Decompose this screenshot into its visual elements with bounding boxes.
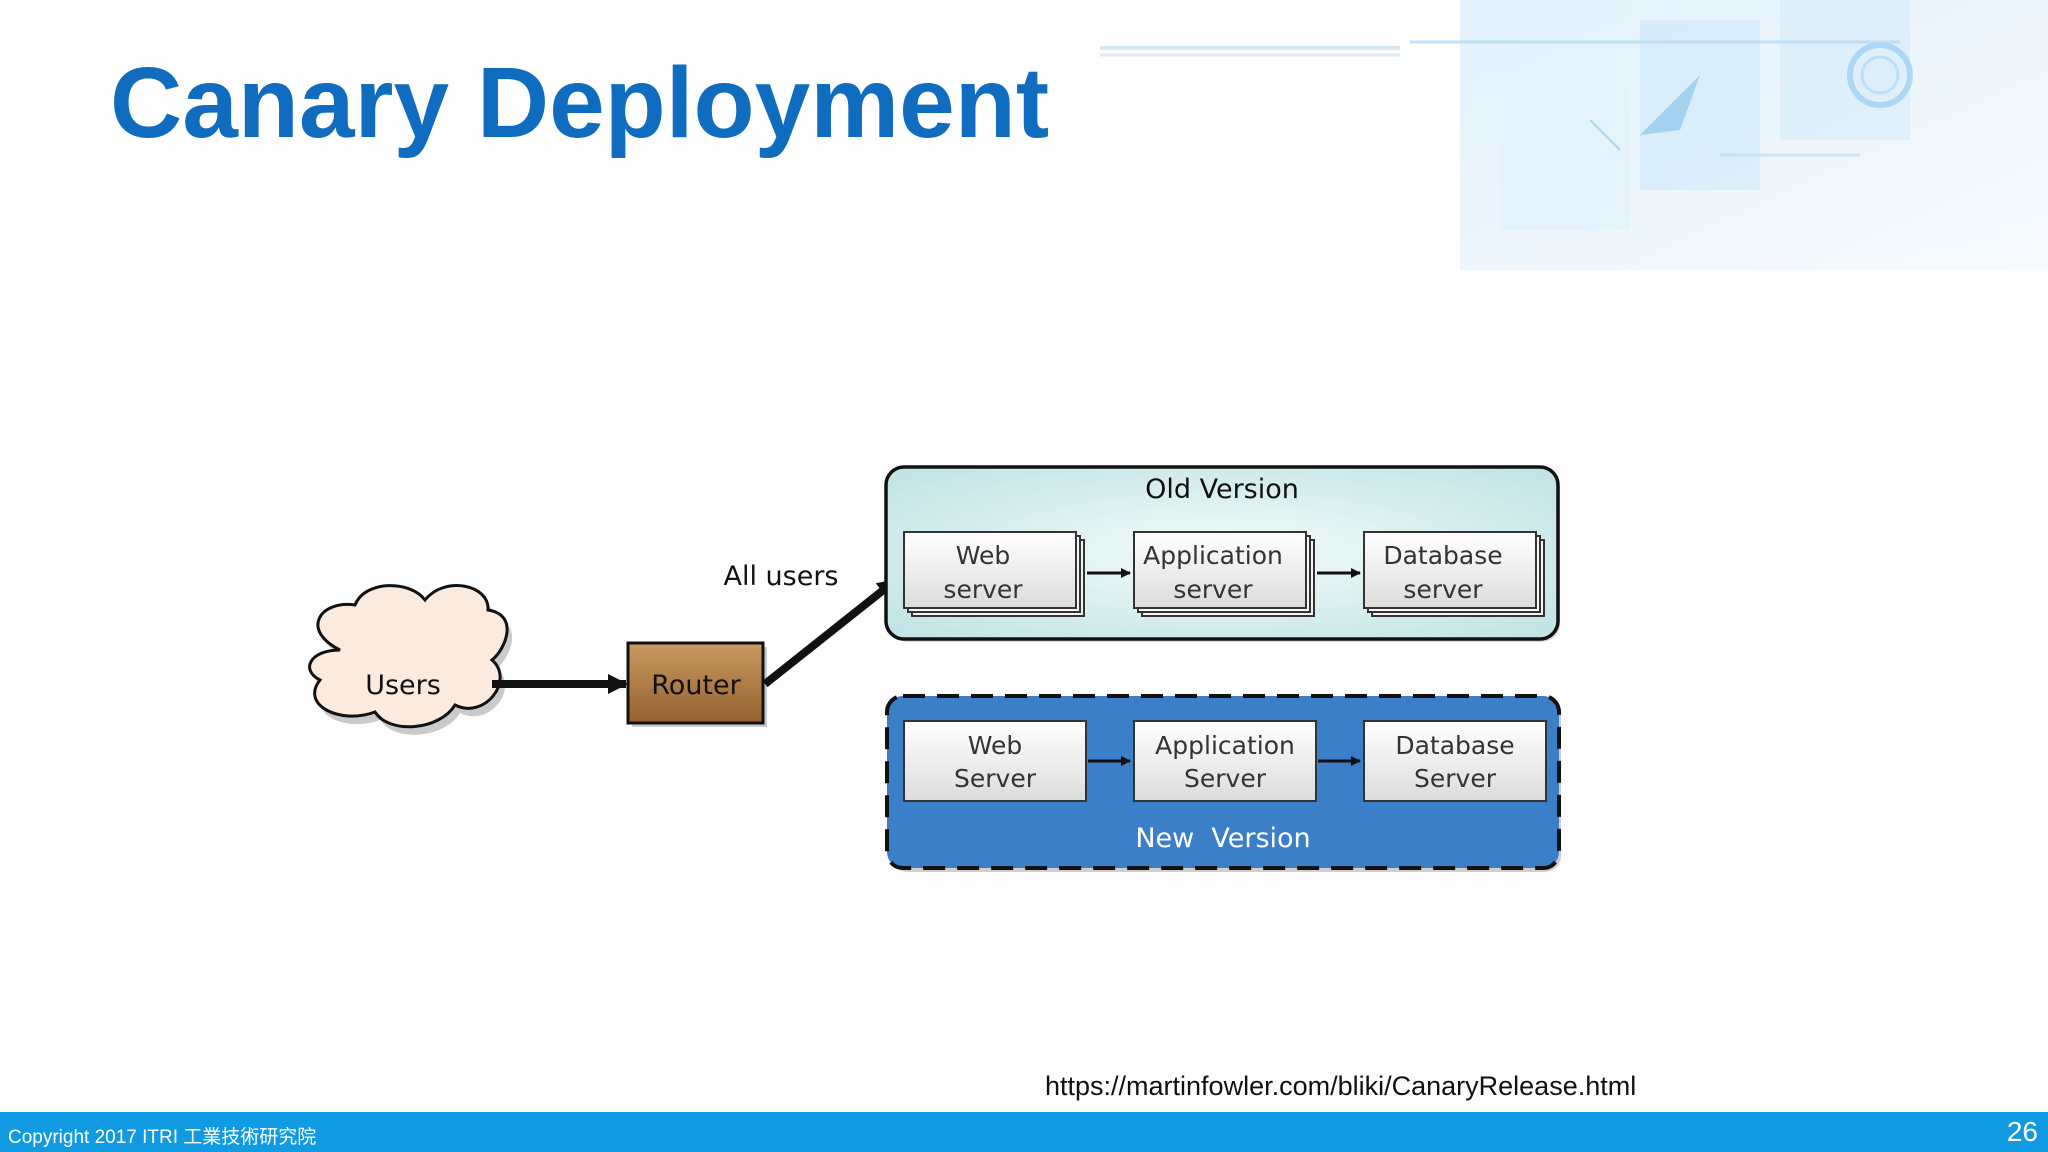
all-users-label: All users: [723, 561, 838, 592]
new-application-server-line1: Application: [1155, 731, 1295, 760]
router-label: Router: [651, 670, 741, 701]
slide-title: Canary Deployment: [110, 47, 1050, 159]
old-web-server-line1: Web: [956, 541, 1011, 570]
new-application-server-line2: Server: [1184, 764, 1267, 793]
new-application-server-node: Application Server: [1133, 720, 1317, 802]
users-label: Users: [365, 670, 441, 701]
old-application-server-line1: Application: [1143, 541, 1283, 570]
router-box: [626, 641, 765, 725]
router-node: Router: [626, 641, 767, 727]
old-database-server-line1: Database: [1383, 541, 1502, 570]
new-web-server-line2: Server: [954, 764, 1037, 793]
old-database-server-line2: server: [1403, 575, 1483, 604]
copyright-text: Copyright 2017 ITRI 工業技術研究院: [8, 1127, 317, 1148]
new-version-title: New Version: [1135, 823, 1310, 854]
users-node: Users: [308, 584, 513, 735]
footer-bar: Copyright 2017 ITRI 工業技術研究院 26: [0, 1112, 2048, 1152]
new-database-server-line1: Database: [1395, 731, 1514, 760]
new-web-server-node: Web Server: [903, 720, 1087, 802]
users-cloud-shape: [308, 584, 509, 729]
router-to-old-version-arrow: [762, 576, 899, 688]
old-web-server-line2: server: [943, 575, 1023, 604]
new-web-server-line1: Web: [968, 731, 1023, 760]
page-number: 26: [2006, 1116, 2038, 1147]
new-database-server-line2: Server: [1414, 764, 1497, 793]
old-version-title: Old Version: [1145, 474, 1299, 505]
old-application-server-line2: server: [1173, 575, 1253, 604]
old-web-server-node: Web server: [903, 531, 1085, 617]
old-application-server-node: Application server: [1133, 531, 1315, 617]
old-database-server-node: Database server: [1363, 531, 1545, 617]
source-link[interactable]: https://martinfowler.com/bliki/CanaryRel…: [1045, 1071, 1637, 1101]
new-database-server-node: Database Server: [1363, 720, 1547, 802]
